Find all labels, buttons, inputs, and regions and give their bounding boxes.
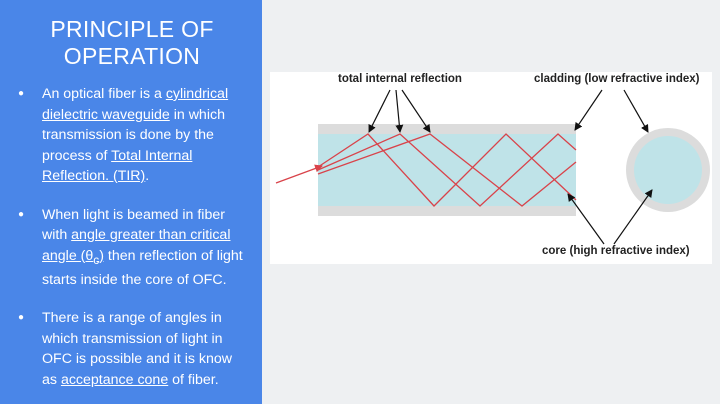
label-core: core (high refractive index)	[542, 245, 690, 257]
link-total-internal-reflection: Total Internal Reflection. (TIR)	[42, 147, 193, 185]
bullet2-text-a: When light is beamed in fiber with	[42, 206, 225, 244]
bullet1-text-a: An optical fiber is a	[42, 86, 166, 102]
arrow-cladding-fiber	[574, 89, 603, 131]
arrow-tir-1	[368, 89, 391, 133]
light-rays	[275, 133, 577, 207]
diagram-panel: total internal reflection cladding (low …	[262, 0, 720, 404]
fiber-diagram	[275, 89, 710, 245]
link-acceptance-cone: acceptance cone	[60, 371, 169, 388]
slide-title: PRINCIPLE OF OPERATION	[16, 16, 248, 70]
fiber-core	[318, 134, 576, 206]
text-panel: PRINCIPLE OF OPERATION An optical fiber …	[0, 0, 262, 404]
bullet2-underlined-a: angle greater than critical angle (θ	[42, 227, 231, 264]
title-line-2: OPERATION	[63, 43, 201, 69]
label-cladding: cladding (low refractive index)	[534, 73, 700, 85]
arrow-cladding-section	[623, 89, 649, 133]
bullet-item-fiber-definition: An optical fiber is a cylindrical dielec…	[16, 84, 248, 187]
link-cylindrical-waveguide: cylindrical dielectric waveguide	[42, 86, 229, 123]
incident-ray	[275, 164, 323, 184]
bullet-item-acceptance-cone: There is a range of angles in which tran…	[16, 308, 248, 390]
pointer-arrows	[368, 89, 653, 245]
arrow-core-section	[613, 189, 653, 245]
ray-path-2	[317, 133, 577, 207]
arrow-core-fiber	[567, 193, 605, 245]
theta-subscript: c	[93, 252, 100, 267]
ray-path-3	[317, 133, 577, 207]
bullet1-text-b: in which transmission is done by the pro…	[42, 106, 225, 164]
bullet3-text-b: of fiber.	[168, 371, 219, 388]
cross-section-core	[634, 136, 702, 204]
ray-path-1	[317, 133, 577, 207]
arrow-tir-3	[401, 89, 431, 133]
bullet-list: An optical fiber is a cylindrical dielec…	[16, 84, 248, 390]
bullet3-text-a: There is a range of angles in which tran…	[42, 310, 233, 388]
title-line-1: PRINCIPLE OF	[50, 16, 214, 42]
bullet2-underlined-b: )	[99, 247, 104, 264]
bullet-item-critical-angle: When light is beamed in fiber with angle…	[16, 205, 248, 291]
label-total-internal-reflection: total internal reflection	[338, 73, 462, 85]
link-critical-angle: angle greater than critical angle (θc)	[42, 227, 231, 267]
arrow-tir-2	[395, 89, 404, 133]
bullet2-text-b: then reflection of light starts inside t…	[42, 247, 243, 288]
bullet1-text-c: .	[145, 168, 150, 184]
